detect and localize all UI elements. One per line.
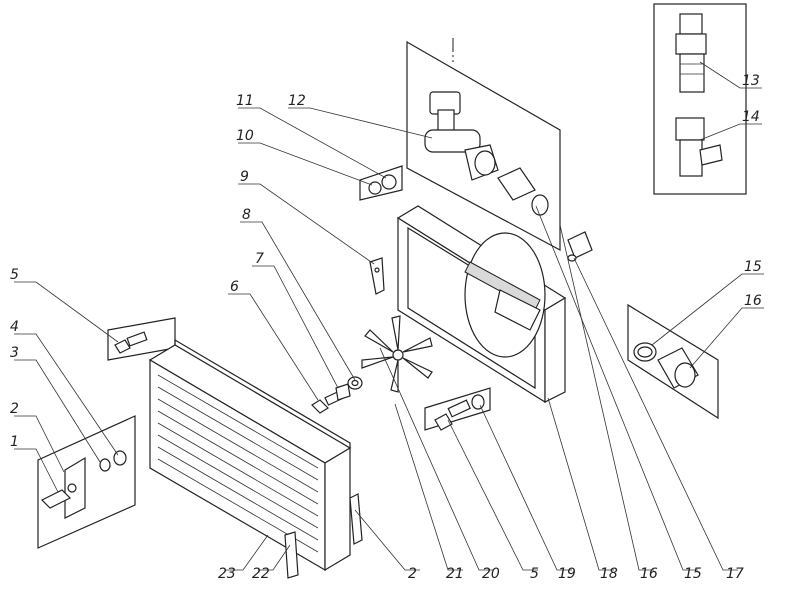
callout-label: 20 — [482, 566, 500, 582]
washer-19 — [471, 394, 485, 410]
washer-7 — [335, 383, 351, 401]
callout-label: 22 — [252, 566, 270, 582]
callout-label: 16 — [640, 566, 658, 582]
bolt-5-left — [114, 331, 148, 354]
radiator-core — [148, 338, 352, 572]
bracket-22 — [284, 531, 299, 579]
callout-labels: 1 2 3 4 5 6 7 8 9 10 11 12 13 14 15 16 2… — [10, 73, 762, 582]
fan-shroud-frame — [396, 205, 567, 404]
callout-label: 6 — [230, 279, 239, 295]
leader-lines — [14, 61, 764, 571]
valve-tee-12 — [424, 91, 499, 181]
group-box-bolt-5-right — [424, 387, 491, 431]
group-box-bolt-5-left — [107, 317, 176, 361]
callout-label: 3 — [10, 345, 19, 361]
fitting-14 — [675, 117, 723, 177]
callout-label: 9 — [240, 169, 249, 185]
callout-label: 14 — [742, 109, 760, 125]
bracket-9 — [369, 257, 385, 295]
callout-label: 17 — [726, 566, 744, 582]
callout-label: 11 — [236, 93, 254, 109]
bracket-2-bottom — [349, 493, 363, 545]
callout-label: 5 — [10, 267, 19, 283]
callout-label: 15 — [684, 566, 702, 582]
callout-label: 2 — [10, 401, 19, 417]
callout-label: 7 — [255, 251, 264, 267]
bolt-5-right — [434, 399, 471, 431]
group-box-left-bracket — [37, 415, 136, 549]
o-ring-15 — [633, 342, 657, 362]
callout-label: 13 — [742, 73, 760, 89]
bracket-assembly — [40, 450, 127, 519]
callout-label: 19 — [558, 566, 576, 582]
callout-label: 4 — [10, 319, 19, 335]
group-box-valve-assembly — [406, 38, 561, 252]
elbow-fitting-16 — [657, 347, 699, 389]
callout-label: 2 — [408, 566, 417, 582]
union-fitting — [497, 167, 549, 216]
callout-label: 15 — [744, 259, 762, 275]
callout-label: 1 — [10, 434, 19, 450]
callout-label: 12 — [288, 93, 306, 109]
group-box-fitting-15-16 — [627, 303, 719, 420]
callout-label: 8 — [242, 207, 251, 223]
group-box-fittings-13-14 — [653, 3, 747, 195]
callout-label: 16 — [744, 293, 762, 309]
washer-8 — [347, 376, 363, 390]
callout-label: 18 — [600, 566, 618, 582]
nut-10-11 — [368, 174, 397, 195]
callout-label: 23 — [218, 566, 236, 582]
group-box-nut-10-11 — [359, 165, 403, 201]
sensor-plug — [567, 231, 593, 262]
callout-label: 10 — [236, 128, 254, 144]
callout-label: 5 — [530, 566, 539, 582]
fitting-13 — [675, 13, 707, 93]
fan-impeller — [361, 315, 433, 393]
callout-label: 21 — [446, 566, 464, 582]
